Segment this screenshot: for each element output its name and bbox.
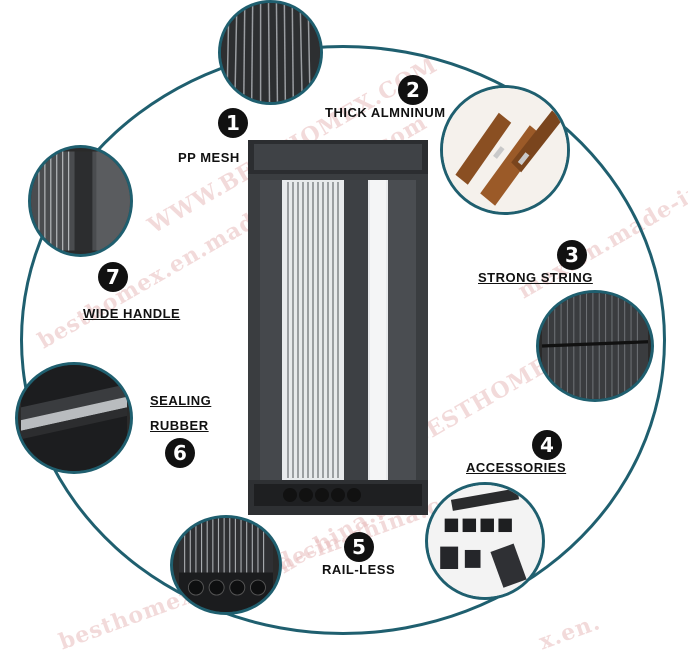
strong-string-label: STRONG STRING (478, 270, 593, 285)
number-7-badge: 7 (98, 262, 128, 292)
rail-less-label: RAIL-LESS (322, 562, 395, 577)
accessories-closeup (425, 482, 545, 600)
number-4-badge: 4 (532, 430, 562, 460)
number-2-badge: 2 (398, 75, 428, 105)
pp-mesh-closeup (218, 0, 323, 105)
number-6-badge: 6 (165, 438, 195, 468)
accessories-label: ACCESSORIES (466, 460, 566, 475)
sealing-rubber-closeup (15, 362, 133, 474)
strong-string-closeup (536, 290, 654, 402)
pp-mesh-label: PP MESH (178, 150, 240, 165)
thick-aluminium-label: THICK ALMNINUM (325, 105, 446, 120)
rail-less-closeup (170, 515, 282, 615)
thick-aluminium-closeup (440, 85, 570, 215)
number-1-badge: 1 (218, 108, 248, 138)
sealing-label: SEALING (150, 393, 211, 408)
wide-handle-label: WIDE HANDLE (83, 306, 180, 321)
number-3-badge: 3 (557, 240, 587, 270)
pleated-screen-door-image (248, 140, 428, 515)
number-5-badge: 5 (344, 532, 374, 562)
rubber-label: RUBBER (150, 418, 209, 433)
wide-handle-closeup (28, 145, 133, 257)
watermark-text: x.en. (536, 609, 605, 655)
